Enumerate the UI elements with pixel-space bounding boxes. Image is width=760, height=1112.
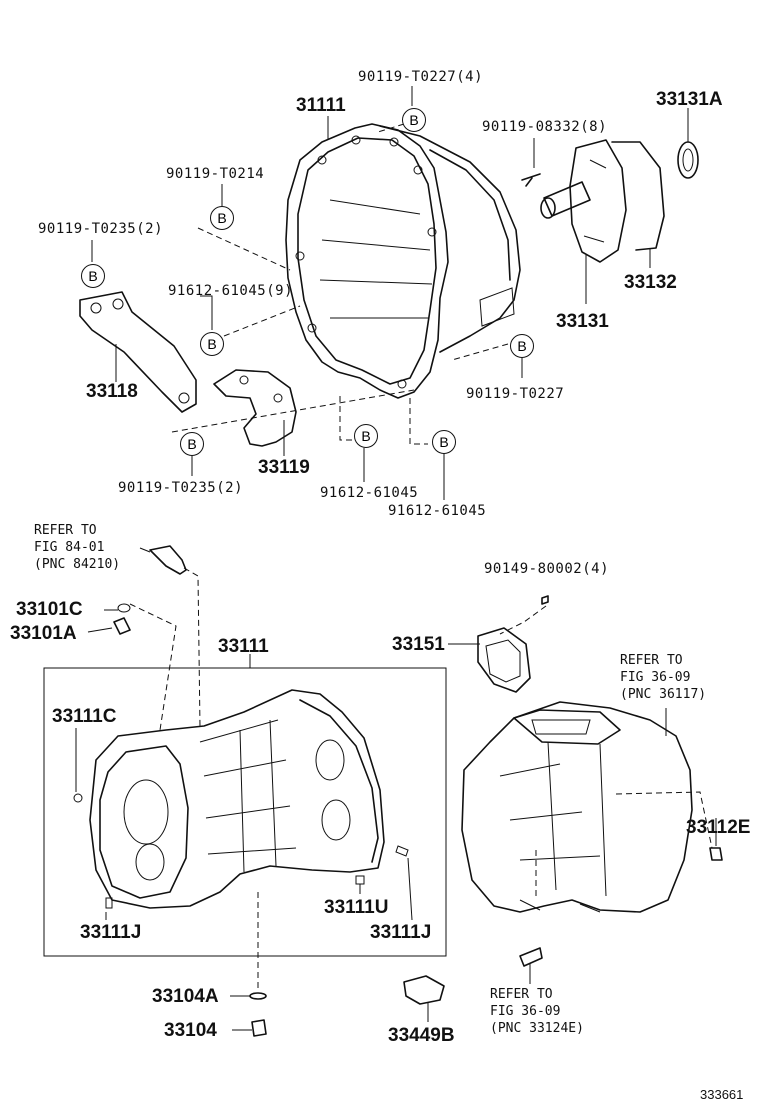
callout-91612-61045-9: 91612-61045(9) bbox=[168, 283, 294, 299]
part-label-33111c: 33111C bbox=[52, 706, 117, 727]
part-label-33449b: 33449B bbox=[388, 1025, 455, 1046]
lower-left-leader-lines bbox=[75, 547, 429, 1031]
reference-note-33124e: REFER TO FIG 36-09 (PNC 33124E) bbox=[490, 987, 584, 1036]
extension-housing-drawing bbox=[521, 139, 699, 263]
callout-90149-80002-4: 90149-80002(4) bbox=[484, 561, 610, 577]
transmission-case-drawing bbox=[43, 667, 447, 957]
bracket-33118-drawing bbox=[79, 291, 197, 413]
part-label-31111: 31111 bbox=[296, 95, 346, 116]
callout-b-bubble: B bbox=[432, 430, 456, 454]
callout-90119-t0235-2-bottom: 90119-T0235(2) bbox=[118, 480, 244, 496]
part-label-33111u: 33111U bbox=[324, 897, 389, 918]
part-label-33132: 33132 bbox=[624, 272, 677, 293]
part-label-33118: 33118 bbox=[86, 381, 138, 402]
part-label-33104a: 33104A bbox=[152, 986, 219, 1007]
callout-90119-t0235-2-top: 90119-T0235(2) bbox=[38, 221, 164, 237]
part-label-33131: 33131 bbox=[556, 311, 609, 332]
callout-91612-61045-a: 91612-61045 bbox=[320, 485, 419, 501]
callout-90119-t0227-4: 90119-T0227(4) bbox=[358, 69, 484, 85]
callout-90119-t0227: 90119-T0227 bbox=[466, 386, 565, 402]
callout-b-bubble: B bbox=[180, 432, 204, 456]
part-label-33112e: 33112E bbox=[686, 817, 751, 838]
callout-b-bubble: B bbox=[210, 206, 234, 230]
callout-b-bubble: B bbox=[510, 334, 534, 358]
part-label-33119: 33119 bbox=[258, 457, 310, 478]
small-parts-left bbox=[113, 545, 445, 1037]
part-label-33111: 33111 bbox=[218, 636, 269, 657]
callout-b-bubble: B bbox=[81, 264, 105, 288]
callout-b-bubble: B bbox=[354, 424, 378, 448]
callout-b-bubble: B bbox=[200, 332, 224, 356]
clutch-housing-drawing bbox=[285, 123, 521, 399]
lower-right-leader-lines bbox=[448, 605, 717, 984]
diagram-id: 333661 bbox=[700, 1087, 744, 1102]
callout-91612-61045-b: 91612-61045 bbox=[388, 503, 487, 519]
part-label-33131a: 33131A bbox=[656, 89, 723, 110]
bracket-33119-drawing bbox=[213, 369, 297, 447]
part-label-33111j-right: 33111J bbox=[370, 922, 432, 943]
upper-leader-lines bbox=[91, 86, 689, 500]
callout-90119-08332-8: 90119-08332(8) bbox=[482, 119, 608, 135]
reference-note-36117: REFER TO FIG 36-09 (PNC 36117) bbox=[620, 653, 707, 702]
part-label-33101a: 33101A bbox=[10, 623, 77, 644]
callout-90119-t0214: 90119-T0214 bbox=[166, 166, 265, 182]
callout-b-bubble: B bbox=[402, 108, 426, 132]
reference-note-84210: REFER TO FIG 84-01 (PNC 84210) bbox=[34, 523, 121, 572]
part-label-33101c: 33101C bbox=[16, 599, 83, 620]
part-label-33111j-left: 33111J bbox=[80, 922, 142, 943]
part-label-33151: 33151 bbox=[392, 634, 445, 655]
part-label-33104: 33104 bbox=[164, 1020, 217, 1041]
